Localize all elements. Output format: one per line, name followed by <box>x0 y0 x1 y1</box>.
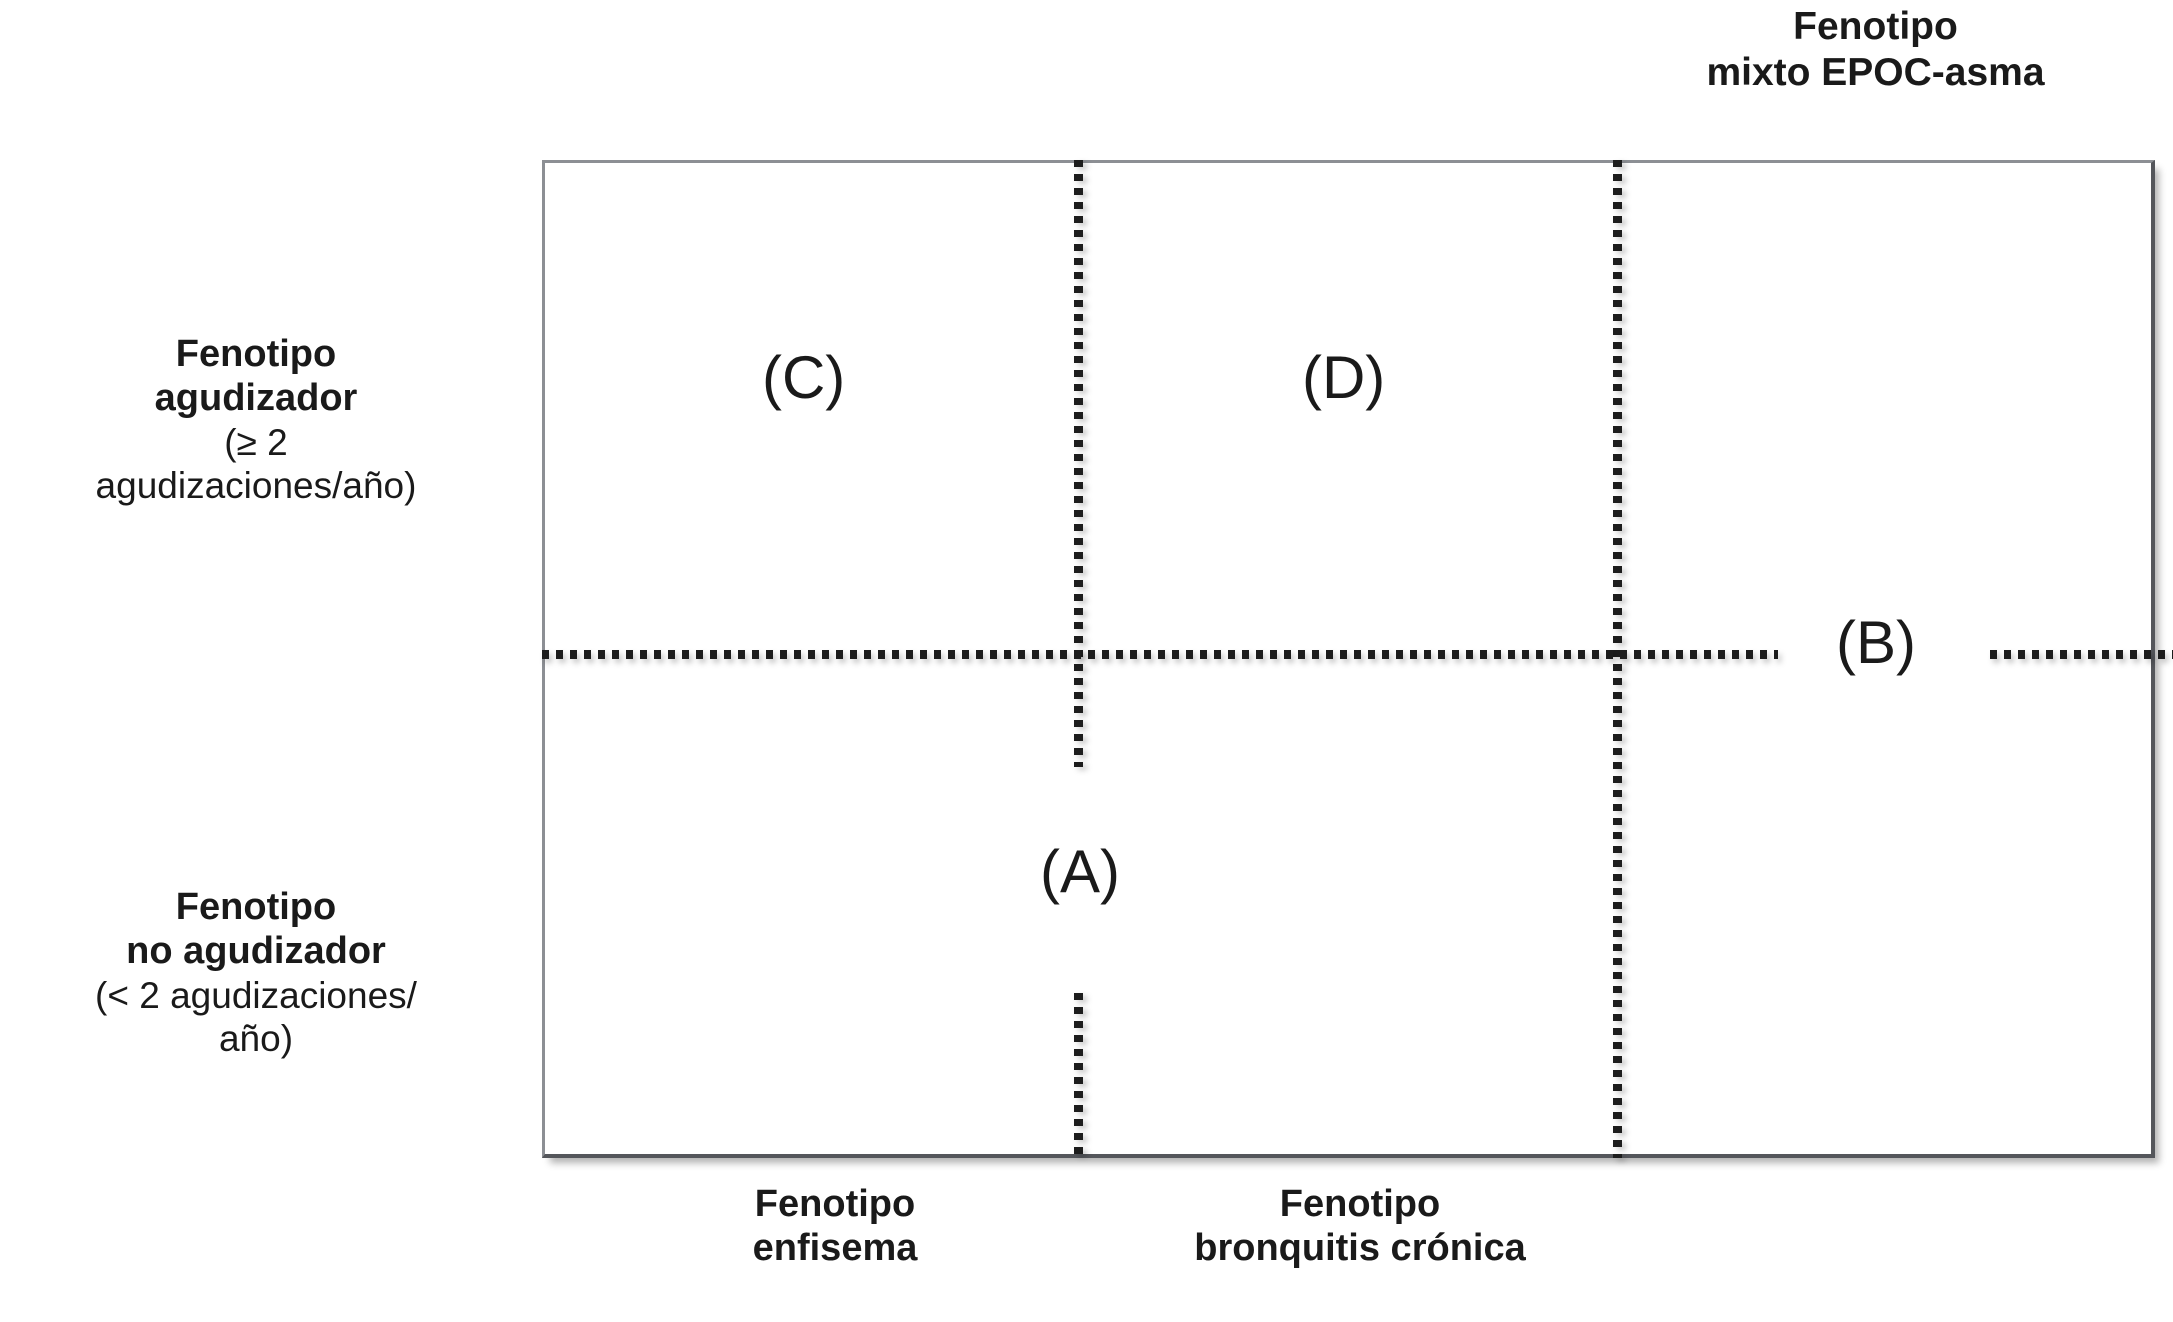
quadrant-marker-d: (D) <box>1302 344 1386 411</box>
axis-label-mixed-copd-asthma: Fenotipo mixto EPOC-asma <box>1578 4 2173 95</box>
axis-label-emphysema-line2: enfisema <box>752 1227 918 1270</box>
axis-label-mixed-line1: Fenotipo <box>1793 5 1958 48</box>
axis-label-exacerbator-line1: Fenotipo <box>175 333 337 375</box>
axis-label-non-exacerbator-qualifier-line2: año) <box>218 1018 294 1060</box>
axis-label-non-exacerbator-line1: Fenotipo <box>175 886 337 928</box>
axis-label-bronchitis-line2: bronquitis crónica <box>1194 1227 1526 1270</box>
axis-label-mixed-line2: mixto EPOC-asma <box>1706 50 2045 94</box>
axis-label-exacerbator: Fenotipo agudizador (≥ 2 agudizaciones/a… <box>0 332 520 507</box>
axis-label-emphysema-line1: Fenotipo <box>754 1183 916 1225</box>
axis-label-exacerbator-qualifier-line2: agudizaciones/año) <box>95 465 417 507</box>
vertical-divider-bronchitis <box>1613 160 1622 1158</box>
axis-label-exacerbator-qualifier-line1: (≥ 2 <box>224 421 288 463</box>
axis-label-bronchitis-line1: Fenotipo <box>1279 1183 1441 1225</box>
axis-label-chronic-bronchitis: Fenotipo bronquitis crónica <box>1080 1182 1640 1271</box>
vertical-divider-emphysema-upper <box>1074 160 1083 767</box>
axis-label-non-exacerbator: Fenotipo no agudizador (< 2 agudizacione… <box>0 885 520 1060</box>
horizontal-divider-right <box>1990 650 2173 659</box>
quadrant-marker-b: (B) <box>1836 609 1916 676</box>
axis-label-non-exacerbator-qualifier-line1: (< 2 agudizaciones/ <box>95 974 417 1016</box>
axis-label-exacerbator-line2: agudizador <box>154 377 358 420</box>
axis-label-non-exacerbator-line2: no agudizador <box>126 930 386 973</box>
quadrant-matrix-box <box>542 160 2155 1158</box>
quadrant-marker-c: (C) <box>762 344 846 411</box>
axis-label-emphysema: Fenotipo enfisema <box>620 1182 1050 1271</box>
horizontal-divider-left <box>542 650 1778 659</box>
quadrant-marker-a: (A) <box>1040 838 1120 905</box>
vertical-divider-emphysema-lower <box>1074 993 1083 1158</box>
